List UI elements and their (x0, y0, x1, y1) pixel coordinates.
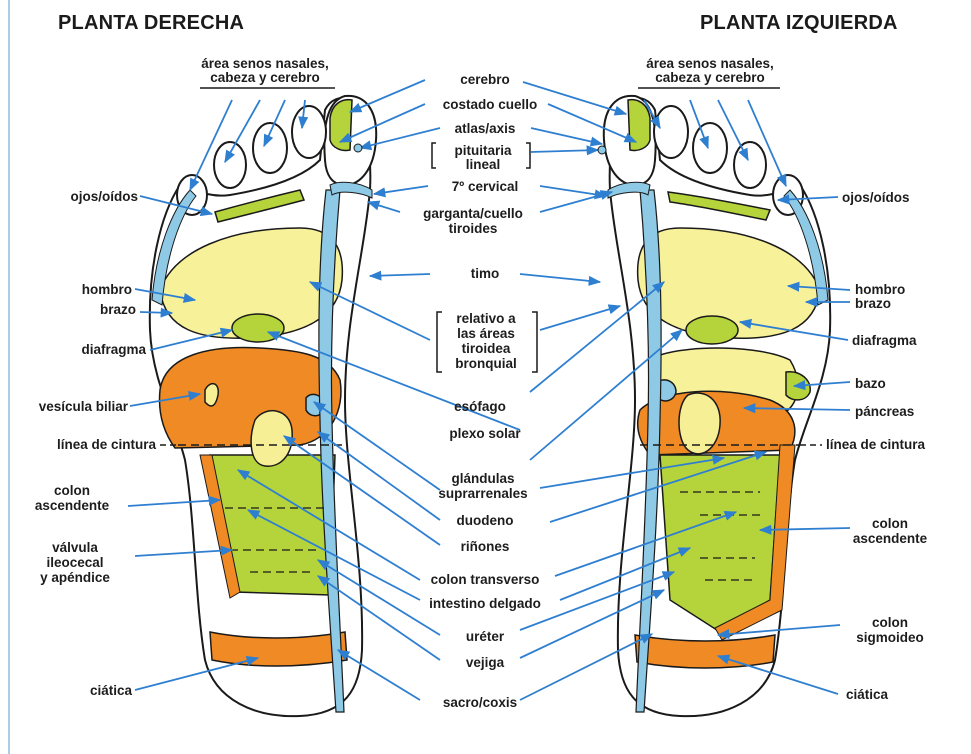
label-intestino-delgado: intestino delgado (410, 596, 560, 611)
label-las-areas: las áreas (440, 326, 532, 341)
left-brain-zone (628, 100, 650, 151)
label-relativo: relativo a (440, 311, 532, 326)
right-pituitary-point (354, 144, 362, 152)
label-left-cintura: línea de cintura (826, 437, 925, 452)
label-7-cervical: 7º cervical (425, 179, 545, 194)
label-garganta-cuello: garganta/cuello (398, 206, 548, 221)
label-right-ciatica: ciática (20, 683, 132, 698)
label-tiroides: tiroides (398, 221, 548, 236)
label-left-pancreas: páncreas (855, 404, 914, 419)
label-left-ojos-oidos: ojos/oídos (842, 190, 910, 205)
label-right-valvula-2: ileocecal (20, 555, 130, 570)
right-brain-zone (330, 100, 352, 151)
label-left-diafragma: diafragma (852, 333, 917, 348)
label-right-vesicula: vesícula biliar (10, 399, 128, 414)
label-left-colon-asc-2: ascendente (845, 531, 935, 546)
label-right-hombro: hombro (20, 282, 132, 297)
left-toe-3 (693, 123, 727, 173)
label-atlas-axis: atlas/axis (430, 121, 540, 136)
label-left-sigmoideo-1: colon (845, 615, 935, 630)
left-diaphragm-zone (686, 316, 738, 344)
label-cerebro: cerebro (430, 72, 540, 87)
right-foot (150, 96, 376, 716)
label-pituitaria: pituitaria (438, 143, 528, 158)
left-pituitary-point (598, 146, 606, 154)
left-toe-2 (654, 106, 688, 158)
label-right-brazo: brazo (20, 302, 136, 317)
label-glandulas: glándulas (418, 471, 548, 486)
right-gallbladder-zone (205, 384, 218, 406)
label-right-valvula-3: y apéndice (20, 570, 130, 585)
label-colon-transverso: colon transverso (415, 572, 555, 587)
label-esofago: esófago (425, 399, 535, 414)
label-costado-cuello: costado cuello (425, 97, 555, 112)
label-right-colon-asc-2: ascendente (20, 498, 124, 513)
right-toe-2 (292, 106, 326, 158)
label-bronquial: bronquial (440, 356, 532, 371)
right-toe-4 (214, 142, 246, 188)
label-right-colon-asc-1: colon (20, 483, 124, 498)
label-left-senos-2: cabeza y cerebro (620, 70, 800, 85)
left-foot (604, 96, 830, 716)
label-right-senos-2: cabeza y cerebro (175, 70, 355, 85)
label-right-valvula-1: válvula (20, 540, 130, 555)
right-toe-3 (253, 123, 287, 173)
label-sacro-coxis: sacro/coxis (420, 695, 540, 710)
label-rinones: riñones (430, 539, 540, 554)
label-vejiga: vejiga (430, 655, 540, 670)
left-toe-4 (734, 142, 766, 188)
label-left-bazo: bazo (855, 376, 886, 391)
label-ureter: uréter (430, 629, 540, 644)
label-left-hombro: hombro (855, 282, 905, 297)
label-right-senos-1: área senos nasales, (175, 56, 355, 71)
label-left-colon-asc-1: colon (845, 516, 935, 531)
label-right-diafragma: diafragma (20, 342, 146, 357)
label-pituitaria-lineal: lineal (438, 157, 528, 172)
label-suprarrenales: suprarrenales (418, 486, 548, 501)
label-right-ojos-oidos: ojos/oídos (20, 189, 138, 204)
label-tiroidea: tiroidea (440, 341, 532, 356)
label-left-sigmoideo-2: sigmoideo (845, 630, 935, 645)
label-timo: timo (430, 266, 540, 281)
label-plexo-solar: plexo solar (425, 426, 545, 441)
label-right-cintura: línea de cintura (20, 437, 156, 452)
right-diaphragm-zone (232, 314, 284, 342)
label-left-senos-1: área senos nasales, (620, 56, 800, 71)
label-left-brazo: brazo (855, 296, 891, 311)
label-duodeno: duodeno (430, 513, 540, 528)
label-left-ciatica: ciática (846, 687, 888, 702)
